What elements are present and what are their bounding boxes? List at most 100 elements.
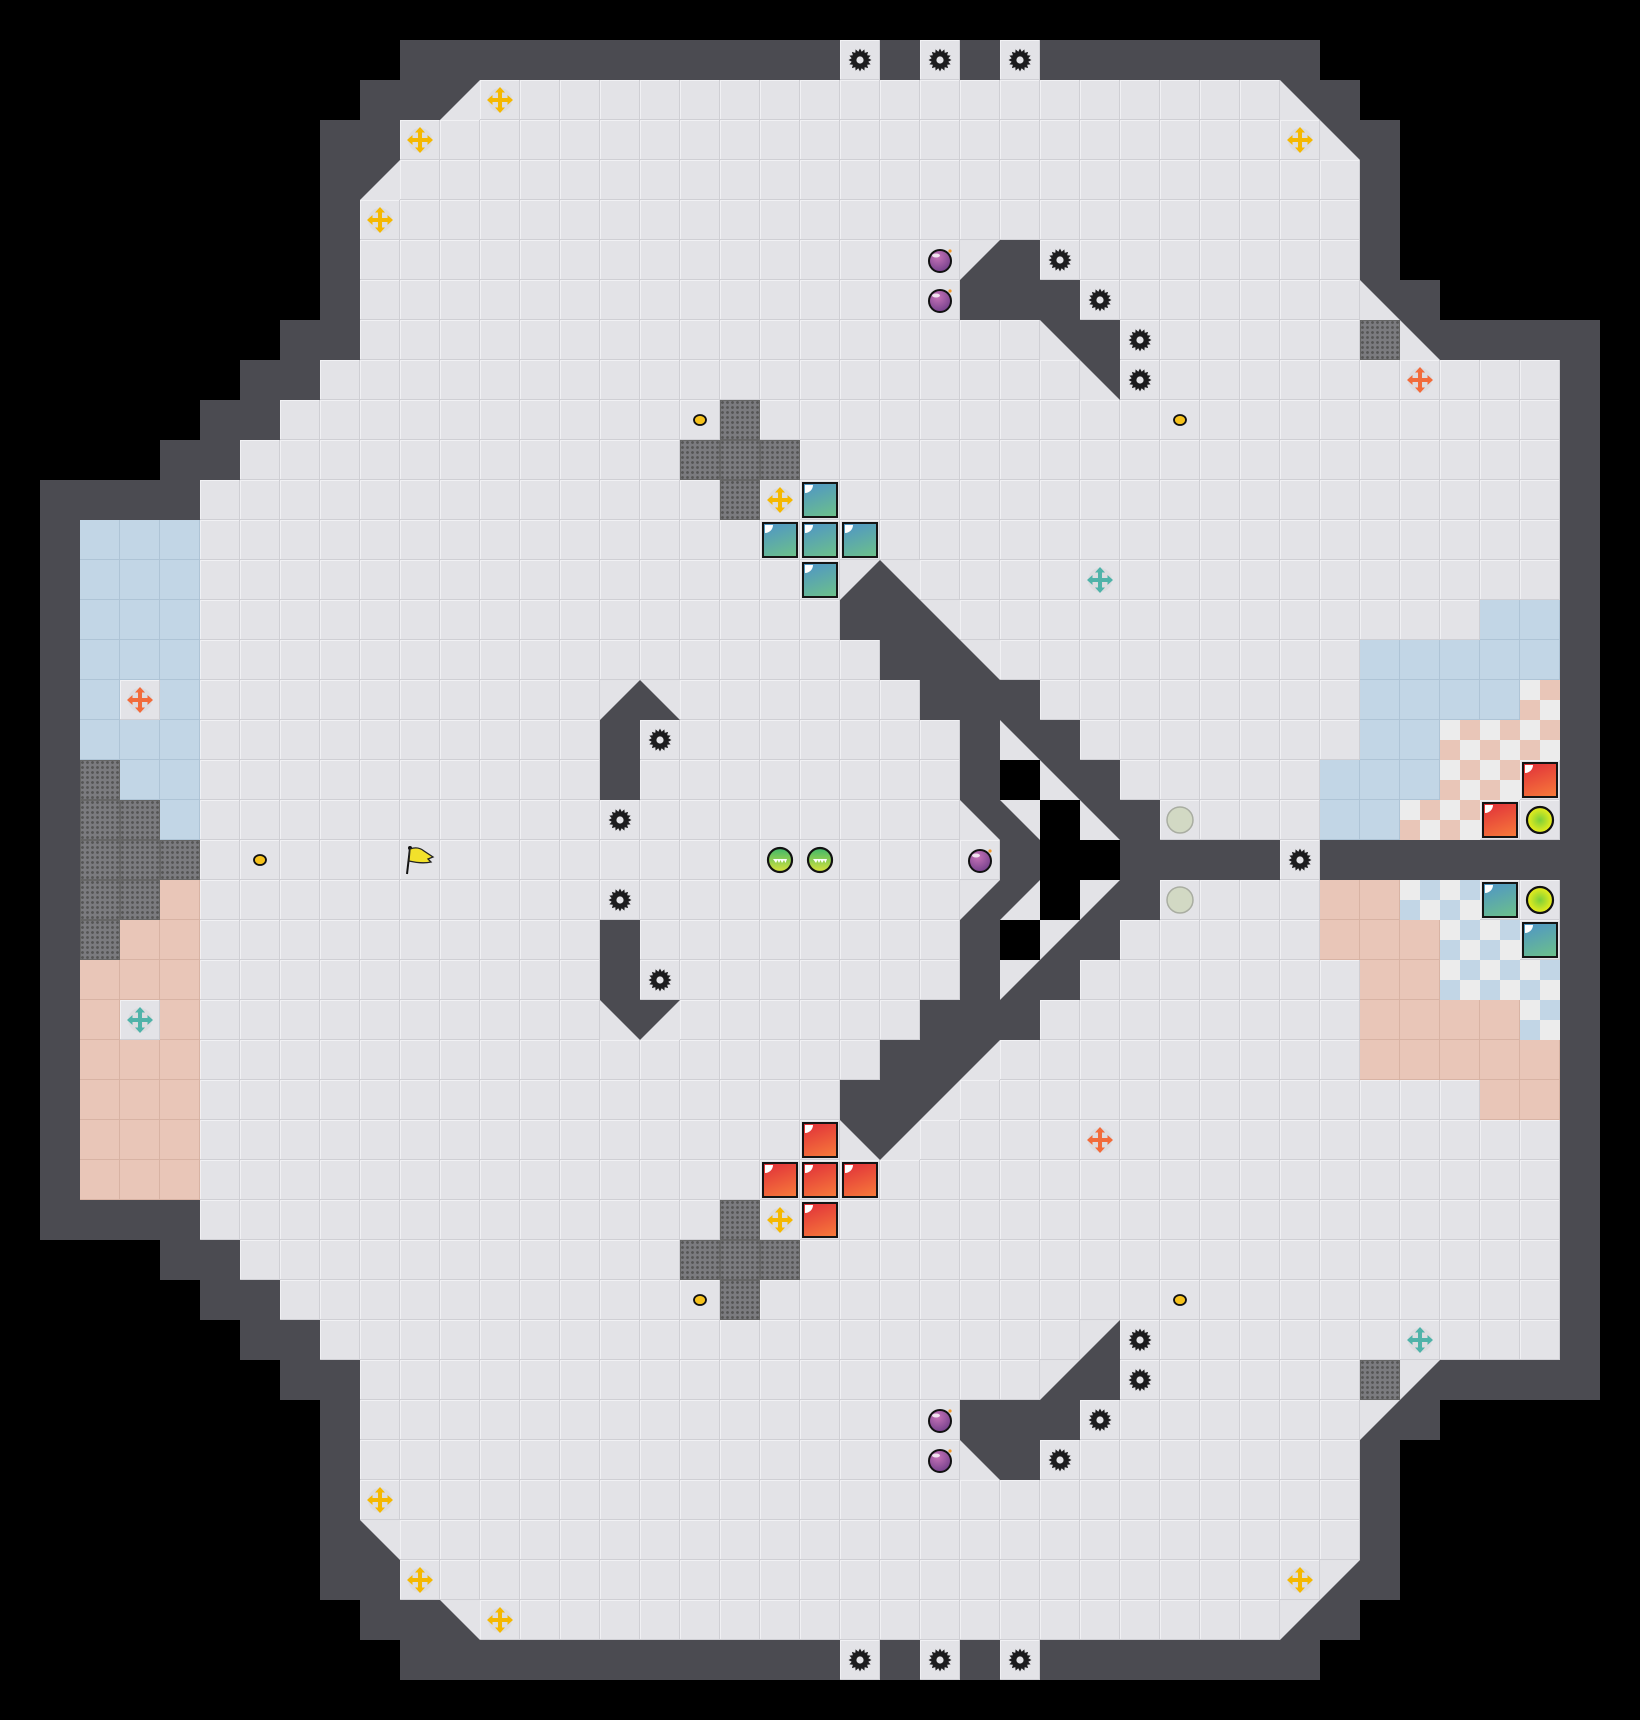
spike-tile bbox=[1120, 1320, 1160, 1360]
wall-tile bbox=[40, 560, 80, 600]
floor-tile bbox=[1280, 440, 1320, 480]
floor-tile bbox=[1240, 560, 1280, 600]
void-tile bbox=[240, 1440, 280, 1480]
floor-tile bbox=[640, 320, 680, 360]
void-tile bbox=[160, 1520, 200, 1560]
void-tile bbox=[1000, 0, 1040, 40]
void-tile bbox=[0, 600, 40, 640]
wall-diagonal-tile bbox=[1400, 1360, 1440, 1400]
wall-tile bbox=[600, 920, 640, 960]
gate-tile bbox=[80, 800, 120, 840]
void-tile bbox=[160, 0, 200, 40]
void-tile bbox=[200, 160, 240, 200]
floor-tile bbox=[1160, 520, 1200, 560]
floor-tile bbox=[480, 1240, 520, 1280]
floor-tile bbox=[800, 640, 840, 680]
floor-tile bbox=[1200, 880, 1240, 920]
wall-tile bbox=[1000, 280, 1040, 320]
floor-tile bbox=[640, 120, 680, 160]
floor-tile bbox=[1360, 560, 1400, 600]
floor-tile bbox=[480, 120, 520, 160]
floor-tile bbox=[280, 640, 320, 680]
red-team-tile bbox=[1360, 920, 1400, 960]
void-tile bbox=[1080, 1680, 1120, 1720]
floor-tile bbox=[1000, 1040, 1040, 1080]
floor-tile bbox=[480, 600, 520, 640]
void-tile bbox=[80, 440, 120, 480]
floor-tile bbox=[960, 1200, 1000, 1240]
floor-tile bbox=[600, 1080, 640, 1120]
void-tile bbox=[280, 1560, 320, 1600]
floor-tile bbox=[840, 280, 880, 320]
floor-tile bbox=[600, 1360, 640, 1400]
floor-tile bbox=[1520, 560, 1560, 600]
floor-tile bbox=[920, 1280, 960, 1320]
floor-tile bbox=[1040, 1160, 1080, 1200]
bomb-tile bbox=[960, 840, 1000, 880]
floor-tile bbox=[1280, 800, 1320, 840]
void-tile bbox=[0, 1040, 40, 1080]
floor-tile bbox=[200, 520, 240, 560]
floor-tile bbox=[1280, 1480, 1320, 1520]
floor-tile bbox=[1440, 360, 1480, 400]
floor-tile bbox=[680, 240, 720, 280]
void-tile bbox=[200, 0, 240, 40]
gate-tile bbox=[120, 840, 160, 880]
void-tile bbox=[1440, 120, 1480, 160]
void-tile bbox=[0, 1440, 40, 1480]
floor-tile bbox=[600, 120, 640, 160]
floor-tile bbox=[440, 1480, 480, 1520]
floor-tile bbox=[600, 600, 640, 640]
floor-tile bbox=[920, 1360, 960, 1400]
floor-tile bbox=[720, 520, 760, 560]
floor-tile bbox=[840, 1560, 880, 1600]
floor-tile bbox=[640, 1600, 680, 1640]
void-tile bbox=[120, 80, 160, 120]
floor-tile bbox=[1240, 1320, 1280, 1360]
floor-tile bbox=[1280, 200, 1320, 240]
wall-tile bbox=[1040, 280, 1080, 320]
floor-tile bbox=[1120, 1240, 1160, 1280]
gate-tile bbox=[680, 440, 720, 480]
floor-tile bbox=[480, 520, 520, 560]
floor-tile bbox=[1000, 520, 1040, 560]
floor-tile bbox=[1040, 160, 1080, 200]
floor-tile bbox=[640, 160, 680, 200]
wall-tile bbox=[1360, 160, 1400, 200]
powerup-tile bbox=[680, 1280, 720, 1320]
floor-tile bbox=[1360, 1080, 1400, 1120]
floor-tile bbox=[1000, 1520, 1040, 1560]
floor-tile bbox=[1120, 400, 1160, 440]
boost-tile bbox=[360, 200, 400, 240]
floor-tile bbox=[1200, 800, 1240, 840]
floor-tile bbox=[1080, 1040, 1120, 1080]
floor-tile bbox=[1480, 1320, 1520, 1360]
void-tile bbox=[0, 200, 40, 240]
floor-tile bbox=[440, 120, 480, 160]
void-tile bbox=[160, 80, 200, 120]
wall-tile bbox=[40, 680, 80, 720]
floor-tile bbox=[1320, 1200, 1360, 1240]
floor-tile bbox=[1160, 360, 1200, 400]
wall-tile bbox=[40, 640, 80, 680]
floor-tile bbox=[760, 160, 800, 200]
blue-endzone-tile bbox=[1480, 960, 1520, 1000]
floor-tile bbox=[800, 880, 840, 920]
floor-tile bbox=[1040, 400, 1080, 440]
floor-tile bbox=[200, 560, 240, 600]
floor-tile bbox=[200, 480, 240, 520]
floor-tile bbox=[880, 120, 920, 160]
void-tile bbox=[120, 0, 160, 40]
void-tile bbox=[240, 1480, 280, 1520]
floor-tile bbox=[880, 1520, 920, 1560]
void-tile bbox=[0, 480, 40, 520]
floor-tile bbox=[800, 360, 840, 400]
wall-tile bbox=[1560, 800, 1600, 840]
floor-tile bbox=[1440, 1080, 1480, 1120]
neutral-circle-tile bbox=[1160, 880, 1200, 920]
floor-tile bbox=[720, 1440, 760, 1480]
floor-tile bbox=[1120, 480, 1160, 520]
wall-tile bbox=[1160, 840, 1200, 880]
wall-tile bbox=[1240, 40, 1280, 80]
red-team-tile bbox=[160, 960, 200, 1000]
